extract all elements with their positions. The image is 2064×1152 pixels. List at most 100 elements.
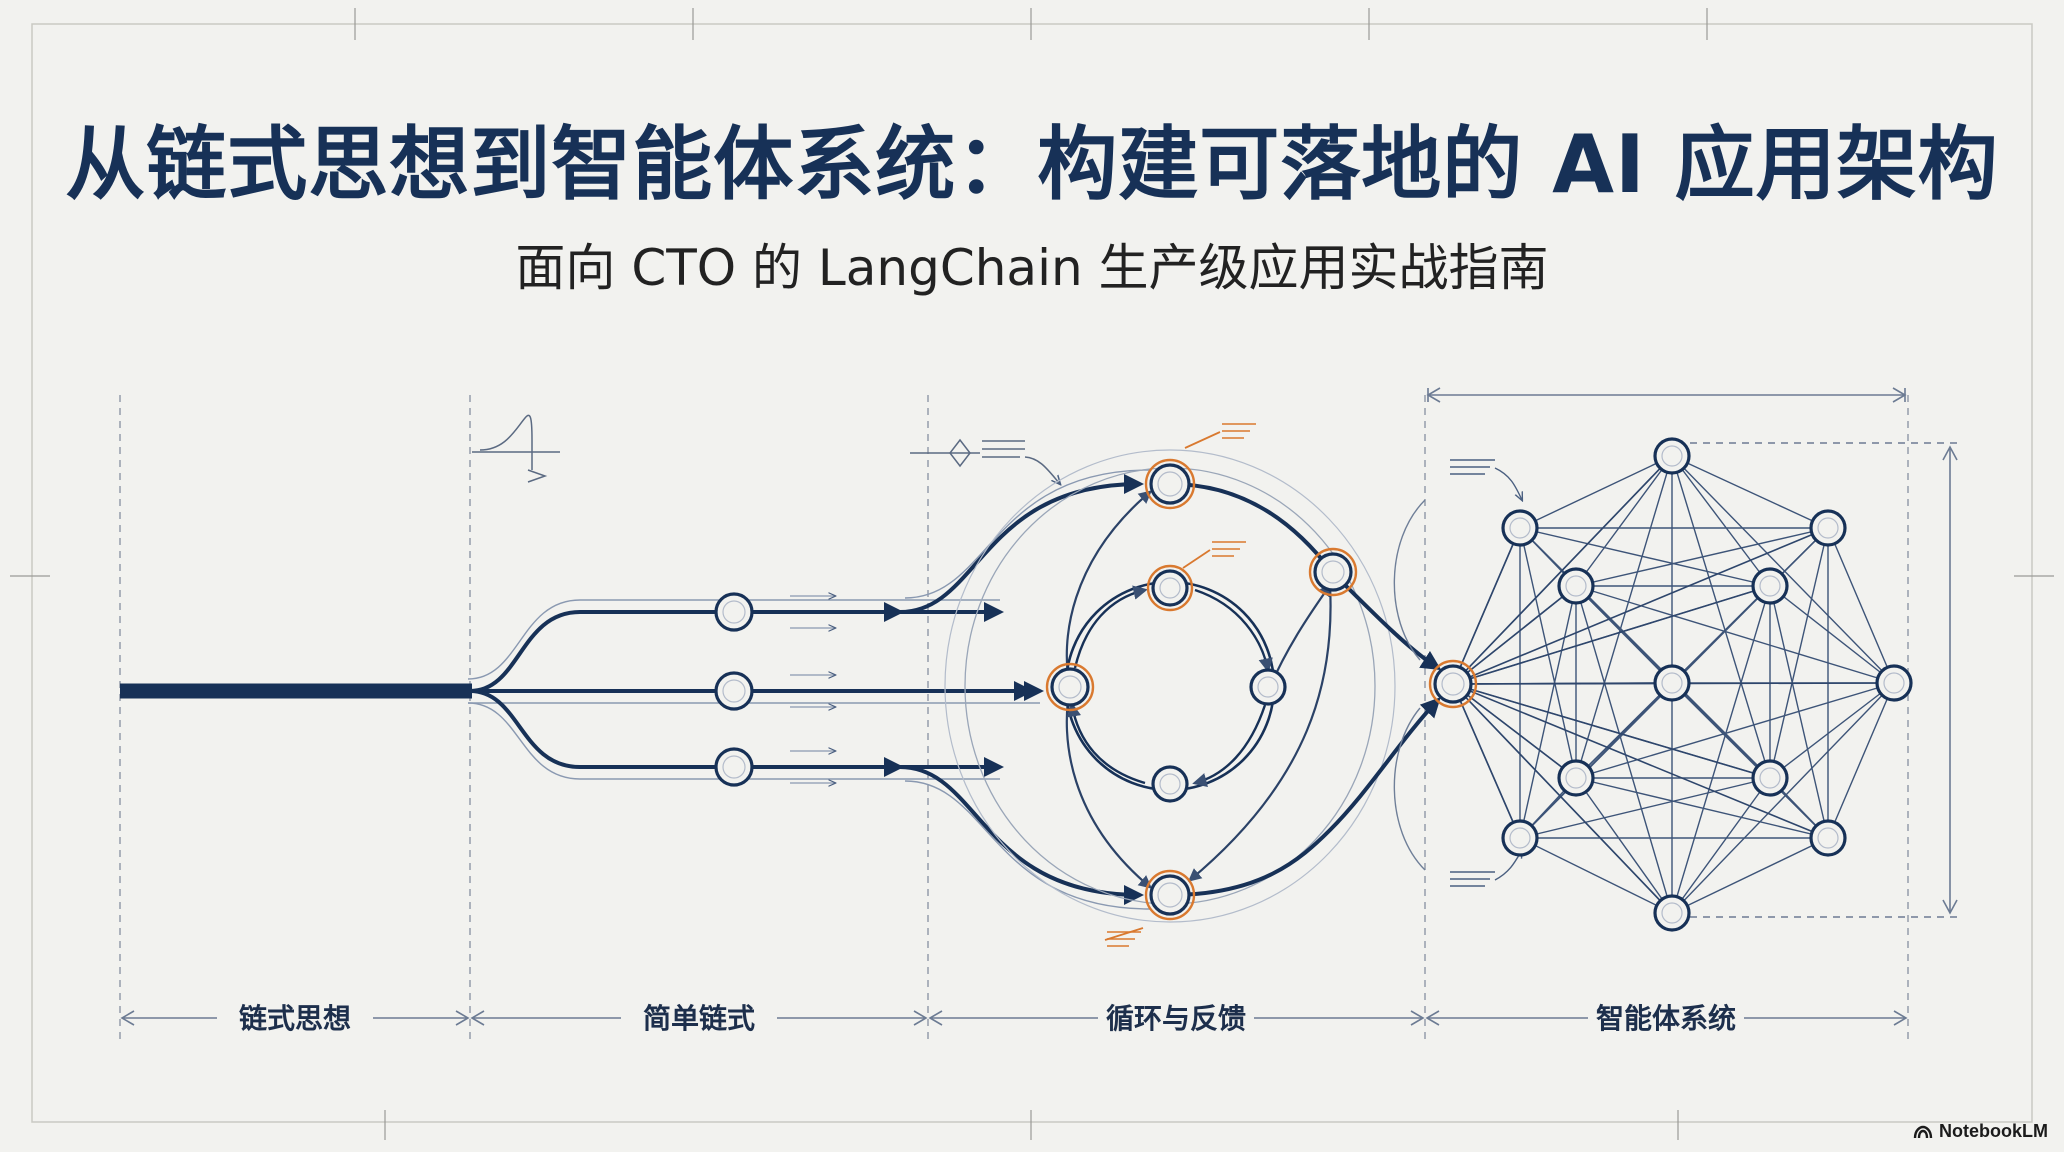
network-edge	[1827, 527, 1894, 683]
axis-arrowhead	[1893, 1010, 1908, 1026]
network-edge	[1575, 585, 1894, 683]
graph-node	[714, 747, 754, 787]
signal-sketch-icon	[472, 414, 560, 483]
loop-arc	[1330, 570, 1442, 671]
network-edge	[1519, 837, 1672, 913]
node-inner	[1565, 767, 1587, 789]
hub-spoke	[1452, 528, 1828, 685]
node-circle	[1313, 552, 1353, 592]
network-edge	[1671, 455, 1894, 683]
node-circle	[1151, 569, 1189, 607]
inner-cycle-arrow	[1073, 585, 1148, 669]
stage-dividers	[119, 395, 1909, 1045]
loop-outer-ring	[964, 467, 1376, 905]
hub-spoke	[1452, 683, 1828, 838]
node-inner	[1661, 445, 1683, 467]
node-inner	[1661, 672, 1683, 694]
node-circle	[1751, 759, 1789, 797]
graph-node	[1653, 437, 1691, 475]
hub-spoke	[1452, 683, 1576, 778]
axis-arrowhead	[913, 1010, 928, 1026]
loop-feedback-section	[944, 423, 1442, 947]
network-edge	[1576, 527, 1829, 586]
hub-spoke	[1452, 586, 1770, 685]
graph-node	[1045, 662, 1095, 712]
network-edge	[1672, 585, 1771, 913]
graph-node	[714, 592, 754, 632]
branch-outline	[467, 599, 1000, 680]
node-inner	[722, 600, 746, 624]
graph-node	[1501, 509, 1539, 547]
node-accent-ring	[1308, 547, 1358, 597]
graph-node	[1249, 668, 1287, 706]
branch-path	[469, 602, 1004, 693]
network-edge	[1770, 527, 1829, 778]
graph-node	[1875, 664, 1913, 702]
network-edge	[1671, 682, 1828, 838]
network-edge	[1672, 682, 1895, 913]
node-inner	[1159, 577, 1181, 599]
node-inner	[1257, 676, 1279, 698]
axis-arrowhead	[470, 1010, 485, 1026]
node-circle	[1050, 667, 1090, 707]
node-circle	[1557, 567, 1595, 605]
node-inner	[1509, 827, 1531, 849]
network-edge	[1769, 585, 1894, 683]
hub-spoke	[1452, 683, 1520, 838]
node-circle	[714, 747, 754, 787]
network-edge	[1770, 682, 1895, 778]
stage-label-agent-system: 智能体系统	[1596, 1002, 1736, 1035]
flare-top	[899, 474, 1144, 614]
node-circle	[1149, 463, 1191, 505]
graph-node	[1653, 664, 1691, 702]
inner-cycle-arrow	[1194, 588, 1273, 673]
network-edge	[1520, 777, 1771, 838]
agent-width-dimension	[1426, 387, 1907, 403]
node-circle	[1433, 664, 1473, 704]
paper-frame	[10, 8, 2054, 1140]
network-note-leader	[1494, 467, 1522, 500]
page-subtitle: 面向 CTO 的 LangChain 生产级应用实战指南	[515, 239, 1549, 297]
network-edge	[1575, 777, 1672, 913]
node-inner	[722, 755, 746, 779]
graph-node	[1751, 759, 1789, 797]
stage-labels: 链式思想 简单链式 循环与反馈 智能体系统	[239, 1002, 1736, 1035]
stage-label-loop-feedback: 循环与反馈	[1106, 1002, 1246, 1035]
node-circle	[1151, 765, 1189, 803]
hub-spoke	[1452, 586, 1576, 685]
graph-node	[1144, 869, 1196, 921]
diagram-nodes	[714, 437, 1913, 932]
network-edge	[1519, 527, 1770, 586]
node-inner	[1759, 575, 1781, 597]
annotation-leader	[1184, 431, 1221, 449]
notebooklm-logo-icon	[1913, 1125, 1933, 1138]
node-circle	[1809, 819, 1847, 857]
node-circle	[1557, 759, 1595, 797]
node-accent-ring	[1045, 662, 1095, 712]
hub-spoke	[1452, 683, 1770, 778]
graph-node	[1151, 765, 1189, 803]
node-circle	[1809, 509, 1847, 547]
node-circle	[714, 671, 754, 711]
node-circle	[1501, 819, 1539, 857]
loop-feedback	[1187, 584, 1332, 882]
loop-arc	[1169, 697, 1441, 897]
watermark-text: NotebookLM	[1939, 1121, 2048, 1141]
graph-node	[1144, 458, 1196, 510]
node-inner	[1661, 902, 1683, 924]
flare-outline	[904, 469, 1151, 599]
loop-outer-ring	[944, 449, 1396, 923]
branch-outline	[467, 702, 1000, 780]
network-edge	[1672, 777, 1771, 913]
axis-arrowhead	[1410, 1010, 1425, 1026]
network-edge	[1672, 837, 1829, 913]
node-circle	[1751, 567, 1789, 605]
node-inner	[1159, 773, 1181, 795]
hub-spoke	[1452, 456, 1672, 685]
network-edge	[1576, 455, 1673, 778]
node-inner	[1058, 675, 1082, 699]
graph-node	[1557, 759, 1595, 797]
hub-arc	[1393, 707, 1426, 871]
node-inner	[1441, 672, 1465, 696]
